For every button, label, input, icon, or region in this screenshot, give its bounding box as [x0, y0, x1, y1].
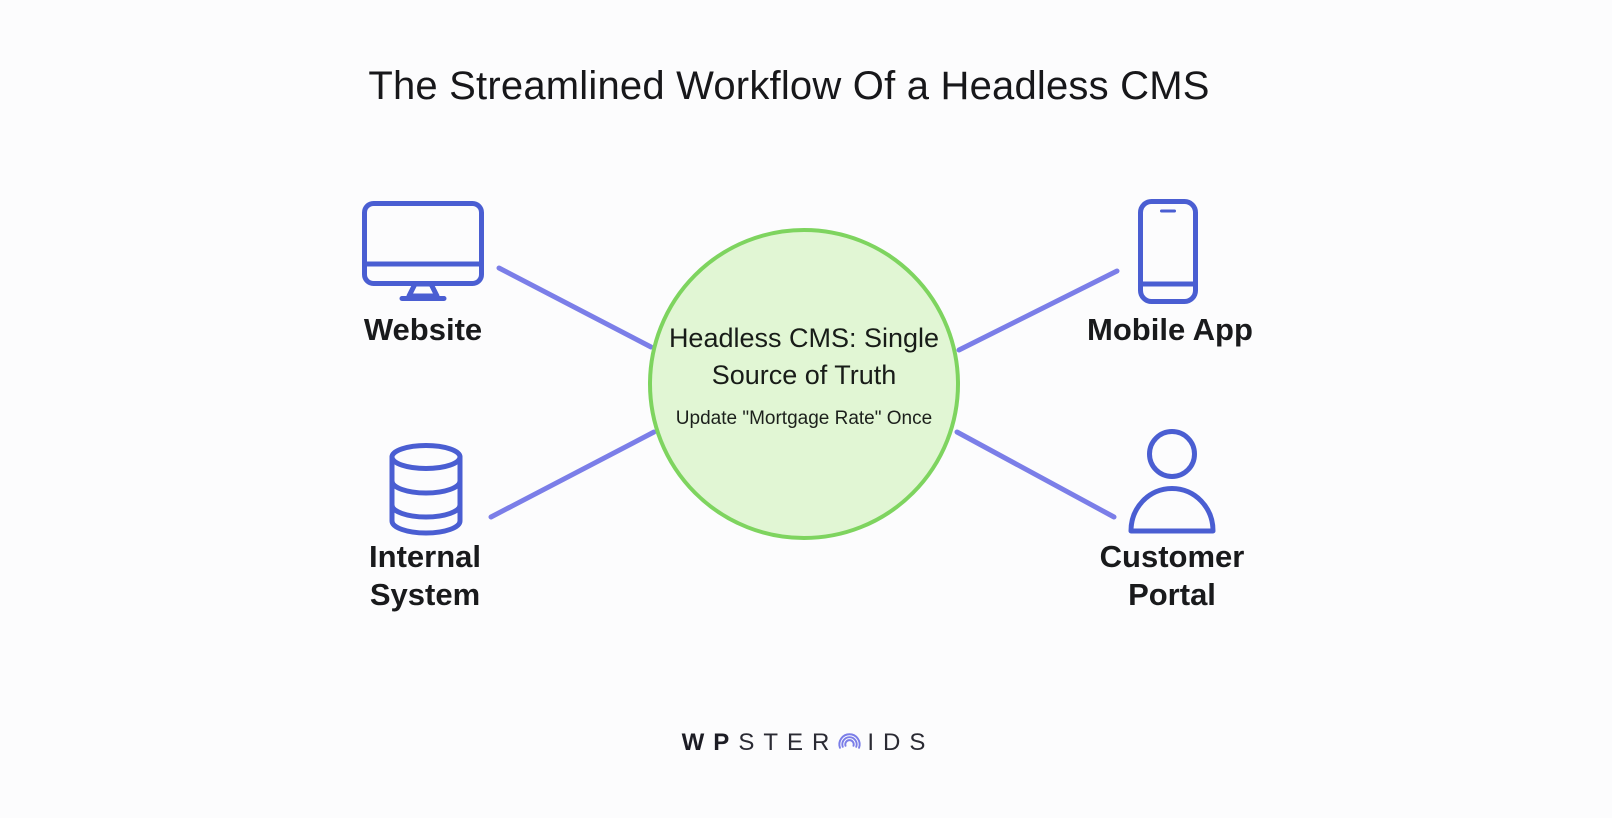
connector-line-internal: [488, 429, 657, 520]
hub-heading-line1: Headless CMS: Single: [668, 323, 940, 353]
smartphone-icon: [1138, 199, 1198, 309]
node-label-internal-system: Internal System: [369, 539, 481, 612]
node-label-mobile-app: Mobile App: [1087, 312, 1253, 347]
central-hub-circle: Headless CMS: Single Source of Truth Upd…: [648, 228, 960, 540]
node-label-website: Website: [363, 312, 483, 347]
hub-text-block: Headless CMS: Single Source of Truth Upd…: [669, 320, 939, 430]
monitor-icon: [362, 201, 484, 306]
connector-line-customer: [954, 429, 1117, 520]
connector-line-website: [496, 265, 654, 350]
connector-line-mobile: [956, 268, 1120, 353]
concentric-arcs-icon: [836, 730, 863, 757]
hub-subtext: Update "Mortgage Rate" Once: [675, 408, 933, 429]
database-icon: [387, 443, 465, 542]
page-title: The Streamlined Workflow Of a Headless C…: [368, 64, 1210, 108]
logo-text-end: IDS: [867, 729, 935, 756]
hub-heading-line2: Source of Truth: [711, 360, 897, 390]
logo-text-bold: WP: [681, 729, 739, 756]
node-label-customer-portal: Customer Portal: [1099, 539, 1245, 612]
logo-text-mid: STER: [738, 729, 839, 756]
user-icon: [1126, 428, 1218, 539]
